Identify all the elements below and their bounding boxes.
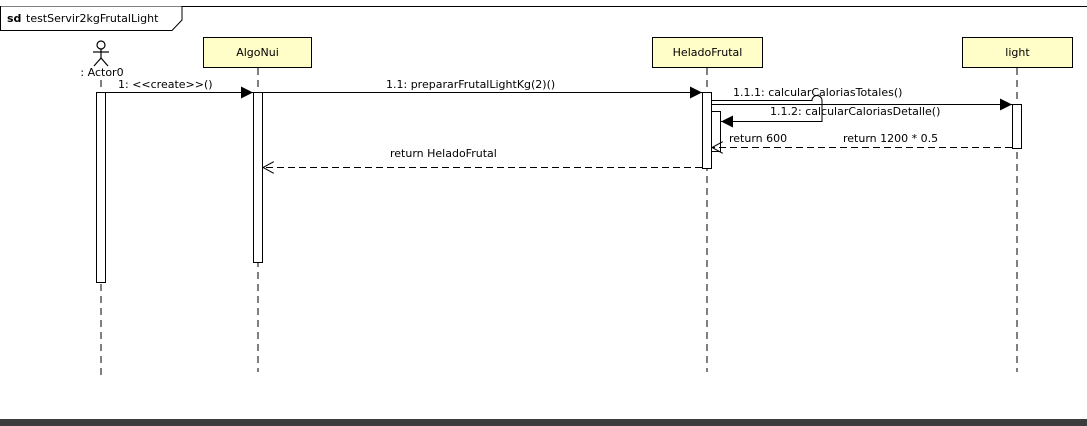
lifeline-heladofrutal[interactable]: HeladoFrutal bbox=[652, 37, 763, 373]
lifeline-light[interactable]: light bbox=[962, 37, 1073, 373]
frame-title: testServir2kgFrutalLight bbox=[26, 12, 159, 25]
bottom-status-bar bbox=[0, 419, 1087, 426]
return-heladofrutal-label: return HeladoFrutal bbox=[390, 147, 497, 160]
lifeline-light-label: light bbox=[1005, 46, 1030, 59]
message-calcular-detalle-label: 1.1.2: calcularCaloriasDetalle() bbox=[770, 105, 940, 118]
diagram-frame: sd testServir2kgFrutalLight bbox=[0, 6, 1087, 31]
return-600-label: return 600 bbox=[729, 132, 787, 145]
heladofrutal-nested-activation-bar bbox=[711, 111, 721, 152]
stick-figure-icon bbox=[93, 40, 109, 67]
message-preparar-label: 1.1: prepararFrutalLightKg(2)() bbox=[386, 78, 555, 91]
algonui-activation-bar bbox=[253, 92, 263, 263]
lifeline-algonui-label: AlgoNui bbox=[236, 46, 279, 59]
message-create-label: 1: <<create>>() bbox=[118, 78, 213, 91]
lifeline-heladofrutal-label: HeladoFrutal bbox=[673, 46, 743, 59]
return-light[interactable]: return 1200 * 0.5 bbox=[712, 132, 1012, 148]
actor-actor0[interactable]: : Actor0 bbox=[80, 40, 124, 380]
lifeline-heladofrutal-box bbox=[652, 37, 763, 68]
lifeline-algonui-box bbox=[203, 37, 312, 68]
frame-keyword-text: sd bbox=[7, 12, 21, 25]
return-light-label: return 1200 * 0.5 bbox=[843, 132, 938, 145]
message-calcular-detalle[interactable]: 1.1.2: calcularCaloriasDetalle() bbox=[712, 95, 940, 128]
frame-keyword: sd bbox=[7, 12, 21, 25]
message-calcular-totales[interactable]: 1.1.1: calcularCaloriasTotales() bbox=[712, 86, 1012, 111]
message-preparar[interactable]: 1.1: prepararFrutalLightKg(2)() bbox=[263, 78, 702, 99]
lifeline-algonui[interactable]: AlgoNui bbox=[203, 37, 312, 373]
heladofrutal-activation-bar bbox=[702, 92, 712, 169]
lifeline-light-box bbox=[962, 37, 1073, 68]
light-activation-bar bbox=[1012, 104, 1022, 149]
actor-label: : Actor0 bbox=[80, 66, 123, 79]
message-calcular-totales-label: 1.1.1: calcularCaloriasTotales() bbox=[733, 86, 902, 99]
message-create[interactable]: 1: <<create>>() bbox=[106, 78, 253, 99]
actor-activation-bar bbox=[96, 92, 106, 283]
return-heladofrutal[interactable]: return HeladoFrutal bbox=[263, 147, 702, 168]
